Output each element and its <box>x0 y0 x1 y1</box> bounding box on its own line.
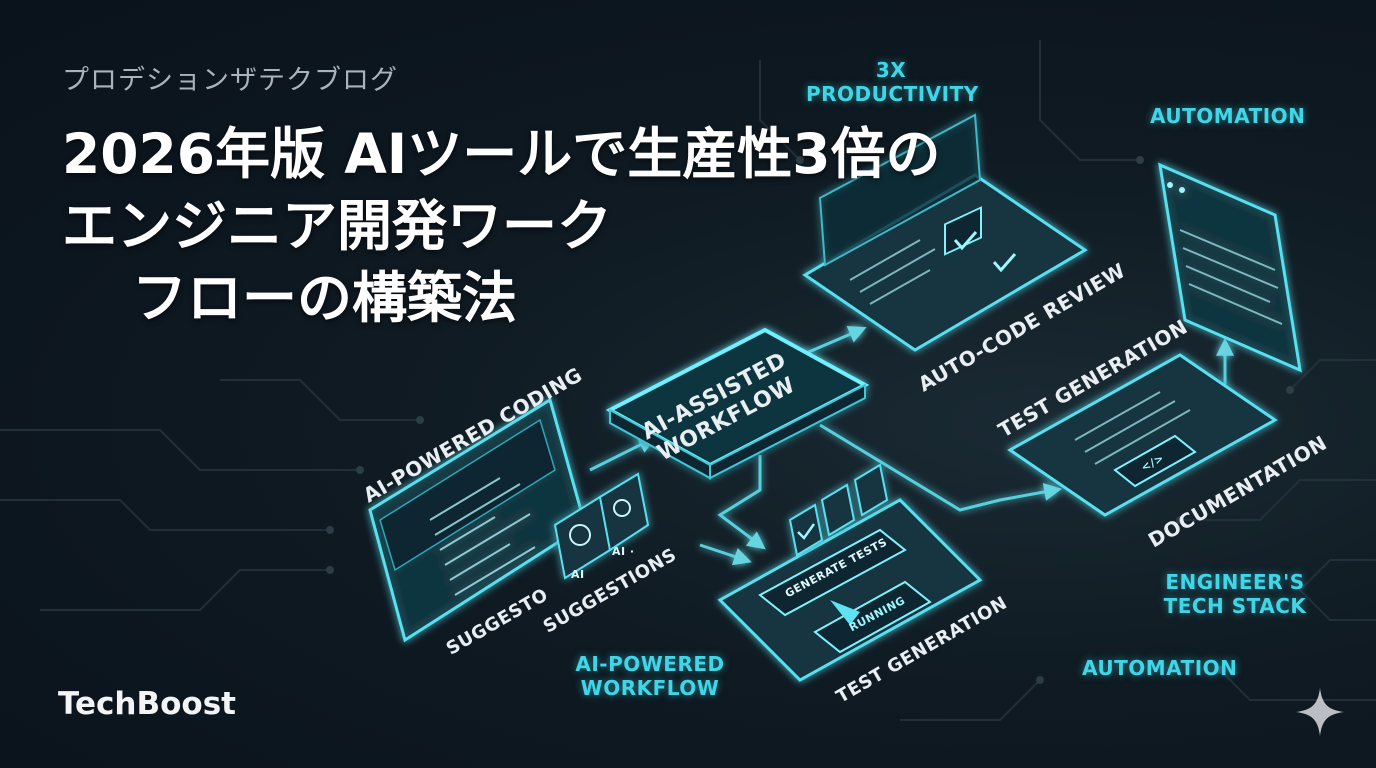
automation-top-label: AUTOMATION <box>1150 104 1306 128</box>
productivity-label: 3X PRODUCTIVITY <box>806 58 979 106</box>
connector-tests-entry <box>699 543 752 566</box>
connector-hub-docs <box>819 423 1063 512</box>
test-generation-panel <box>717 498 983 682</box>
sparkle-icon <box>1296 688 1344 736</box>
ai-suggestion-chips <box>553 472 650 580</box>
ai-powered-workflow-label: AI-POWERED WORKFLOW <box>575 652 725 700</box>
automation-bottom-label: AUTOMATION <box>1082 656 1238 680</box>
ai-chip-2-text: AI · <box>612 545 635 558</box>
connector-coding-hub <box>589 436 657 472</box>
brand-logo-text: TechBoost <box>58 686 236 722</box>
auto-code-review-panel <box>802 113 1088 352</box>
coding-screen-panel <box>368 397 587 643</box>
ai-assisted-workflow-hub <box>605 327 870 480</box>
automation-panel <box>1158 162 1302 373</box>
page-title: 2026年版 AIツールで生産性3倍の エンジニア開発ワーク フローの構築法 <box>62 118 941 334</box>
blog-subtitle: プロデションザテクブログ <box>62 65 398 96</box>
check-tiles <box>788 463 889 557</box>
engineers-tech-stack-label: ENGINEER'S TECH STACK <box>1163 570 1307 618</box>
connector-hub-tests <box>717 455 766 550</box>
ai-chip-text: AI <box>571 568 585 581</box>
title-line-1: 2026年版 AIツールで生産性3倍の <box>62 122 941 186</box>
title-line-2: エンジニア開発ワーク <box>62 194 613 258</box>
title-line-3: フローの構築法 <box>132 266 518 330</box>
documentation-panel <box>1007 353 1278 517</box>
